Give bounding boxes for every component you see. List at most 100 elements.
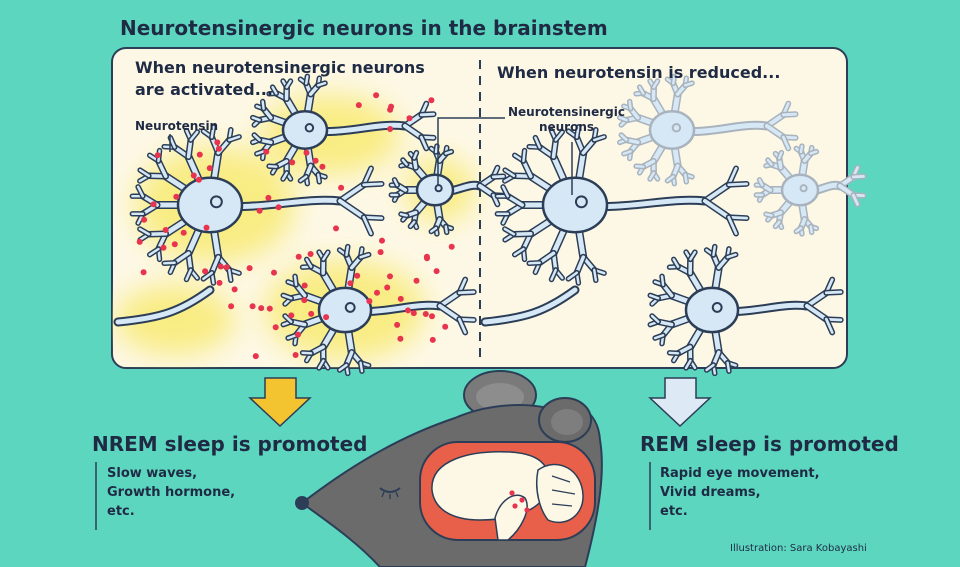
dendrite xyxy=(648,171,655,181)
dendrite xyxy=(293,275,298,286)
dendrite xyxy=(186,138,193,159)
brain-cerebellum xyxy=(536,463,584,524)
dendrite xyxy=(774,220,781,228)
neurotensin-dot xyxy=(180,229,187,236)
rem-heading: REM sleep is promoted xyxy=(640,432,899,456)
dendrite xyxy=(795,226,803,233)
inactive-neurons xyxy=(480,73,867,377)
neurotensin-dot xyxy=(307,251,314,257)
dendrite xyxy=(851,174,865,179)
neurotensin-dot xyxy=(203,224,210,231)
dendrite xyxy=(282,294,293,300)
dendrite xyxy=(305,75,309,85)
neurotensin-dot xyxy=(231,286,238,293)
dendrite xyxy=(683,81,694,87)
dendrite xyxy=(338,182,366,203)
left-panel-heading-line2: are activated... xyxy=(135,80,273,99)
neuron-nucleus xyxy=(304,123,315,133)
neuron-label: Neurotensinergic neurons xyxy=(508,105,625,135)
dendrite xyxy=(148,247,160,256)
dendrite xyxy=(527,261,541,265)
dendrite xyxy=(438,304,462,322)
neurotensin-dot xyxy=(308,310,315,317)
neurotensin-dot xyxy=(141,216,148,223)
neurotensin-dot xyxy=(154,152,161,159)
nrem-arrow xyxy=(248,377,312,428)
neurotensin-dot xyxy=(288,312,295,319)
dendrite xyxy=(576,227,586,260)
dendrite xyxy=(781,112,798,117)
dendrite xyxy=(211,227,221,260)
neuron xyxy=(647,243,844,377)
neurotensin-dot xyxy=(272,324,279,331)
dendrite xyxy=(703,199,731,220)
dendrite xyxy=(210,125,215,139)
neurotensin-dots xyxy=(136,92,455,360)
dendrite xyxy=(668,351,680,355)
dendrite xyxy=(687,270,704,295)
neurotensin-dot xyxy=(448,243,455,250)
neuron-nucleus xyxy=(209,195,223,209)
dendrite xyxy=(156,159,168,178)
neurotensin-dot xyxy=(406,115,413,122)
mouse-eye-icon xyxy=(379,487,401,493)
neuron-soma xyxy=(281,110,329,150)
dendrite xyxy=(778,151,783,160)
dendrite xyxy=(652,79,659,89)
nrem-detail: etc. xyxy=(107,504,135,519)
axon xyxy=(482,287,578,325)
neurotensin-dot xyxy=(295,253,302,260)
neurotensin-dot xyxy=(266,305,273,312)
dendrite xyxy=(162,261,176,265)
neurotensin-dot xyxy=(171,241,178,248)
dendrite xyxy=(413,151,418,160)
dendrite xyxy=(592,268,598,282)
dendrite xyxy=(430,226,438,233)
neurotensin-dot xyxy=(387,273,393,280)
neurotensin-dot xyxy=(303,149,310,156)
neurotensin-dot xyxy=(216,279,223,286)
dendrite xyxy=(419,135,428,150)
neurotensin-dot xyxy=(355,102,362,109)
dendrite xyxy=(359,361,364,373)
dendrite xyxy=(444,225,448,234)
neuron-nucleus xyxy=(344,301,356,313)
neurotensin-dot xyxy=(388,103,395,110)
dendrite xyxy=(338,199,366,220)
dendrite xyxy=(210,255,221,275)
neurotensin-label: Neurotensin xyxy=(135,119,219,133)
dendrite xyxy=(522,149,526,163)
neurotensin-dot xyxy=(338,184,345,191)
nrem-heading: NREM sleep is promoted xyxy=(92,432,368,456)
neuron-soma xyxy=(176,176,244,234)
dendrite xyxy=(805,304,829,322)
dendrite xyxy=(576,150,586,183)
dendrite xyxy=(766,158,773,166)
mouse-nose xyxy=(295,496,309,510)
neuron-nucleus xyxy=(799,184,808,193)
dendrite xyxy=(491,174,505,179)
dendrite xyxy=(534,136,541,149)
dendrite xyxy=(227,135,241,142)
neuron-nucleus xyxy=(671,123,682,133)
dendrite xyxy=(172,251,191,265)
neurotensin-dot xyxy=(196,151,203,158)
left-panel-heading-line1: When neurotensinergic neurons xyxy=(135,58,425,77)
dendrite xyxy=(251,116,261,122)
dendrite xyxy=(551,225,568,256)
dendrite xyxy=(851,193,859,206)
dendrite xyxy=(727,215,738,235)
neurotensin-dot xyxy=(246,265,253,272)
neurotensin-dot xyxy=(333,225,339,232)
dendrite xyxy=(362,215,373,235)
neurotensin-dot xyxy=(319,163,326,170)
neurotensin-dot xyxy=(347,280,354,287)
dendrite xyxy=(622,150,632,156)
neuron-nucleus xyxy=(434,184,443,193)
dendrite xyxy=(567,271,579,281)
neurotensin-dot xyxy=(214,139,221,146)
dendrite xyxy=(551,154,568,185)
mouse-ear-inner-front xyxy=(551,409,583,435)
neuron-soma xyxy=(317,286,373,334)
